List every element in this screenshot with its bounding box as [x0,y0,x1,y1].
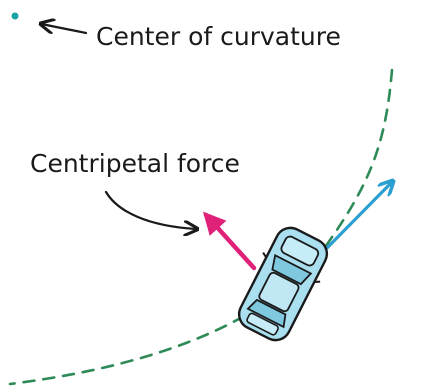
centripetal-force-arrow [202,211,257,271]
force-pointer-arrow [104,190,196,229]
circular-path [8,68,394,386]
car-mirror-left [262,252,268,259]
center-of-curvature-label: Center of curvature [96,22,341,51]
car-rear-window [246,298,287,329]
car-windshield [271,253,313,286]
car-mirror-right [314,280,321,283]
car-icon [237,226,329,342]
centripetal-force-label: Centripetal force [30,149,240,178]
center-pointer-arrow [42,24,88,33]
car-roof [258,271,300,313]
car-hood [280,235,320,267]
center-point-icon [11,12,19,20]
car-trunk [246,312,279,336]
velocity-arrow [324,182,392,251]
